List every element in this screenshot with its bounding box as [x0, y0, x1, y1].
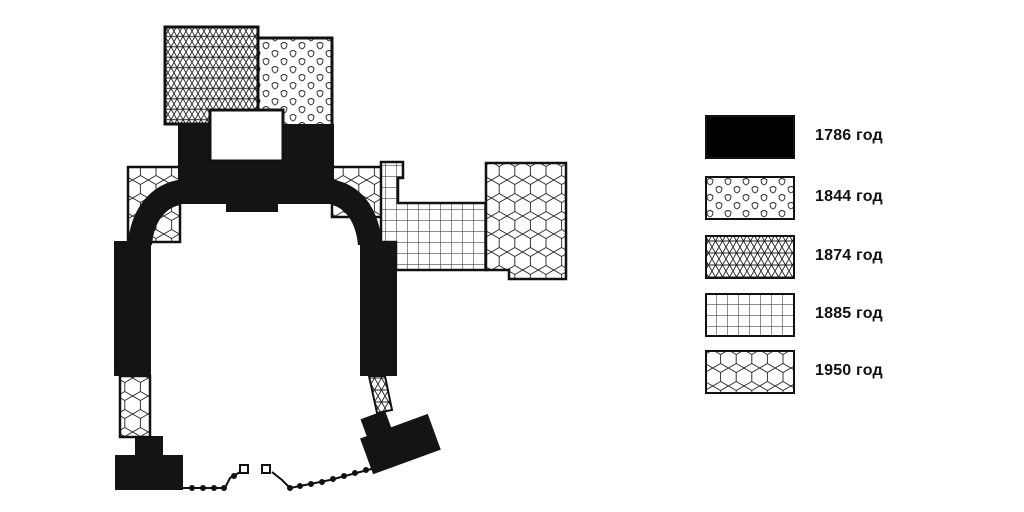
wing-1950-south-west — [118, 374, 152, 439]
swatch-grid — [705, 293, 795, 337]
legend-label: 1844 год — [815, 188, 883, 205]
legend-item-1885: 1885 год — [705, 293, 965, 339]
legend-label: 1885 год — [815, 305, 883, 322]
legend-item-1950: 1950 год — [705, 350, 965, 396]
fence — [183, 467, 376, 491]
swatch-star-hexagram — [705, 235, 795, 279]
wing-1950-east — [484, 161, 568, 281]
gate-post-right — [261, 464, 271, 474]
legend-item-1786: 1786 год — [705, 115, 965, 161]
swatch-solid-black — [705, 115, 795, 159]
legend-item-1844: 1844 год — [705, 176, 965, 222]
swatch-trefoil — [705, 176, 795, 220]
wing-1874-north-west — [163, 25, 260, 126]
legend-label: 1950 год — [815, 362, 883, 379]
courtyard-opening — [208, 108, 285, 163]
legend-label: 1786 год — [815, 127, 883, 144]
gate-post-left — [239, 464, 249, 474]
legend-label: 1874 год — [815, 247, 883, 264]
wing-1874-south-east — [367, 375, 394, 415]
swatch-hexagon — [705, 350, 795, 394]
legend-item-1874: 1874 год — [705, 235, 965, 281]
